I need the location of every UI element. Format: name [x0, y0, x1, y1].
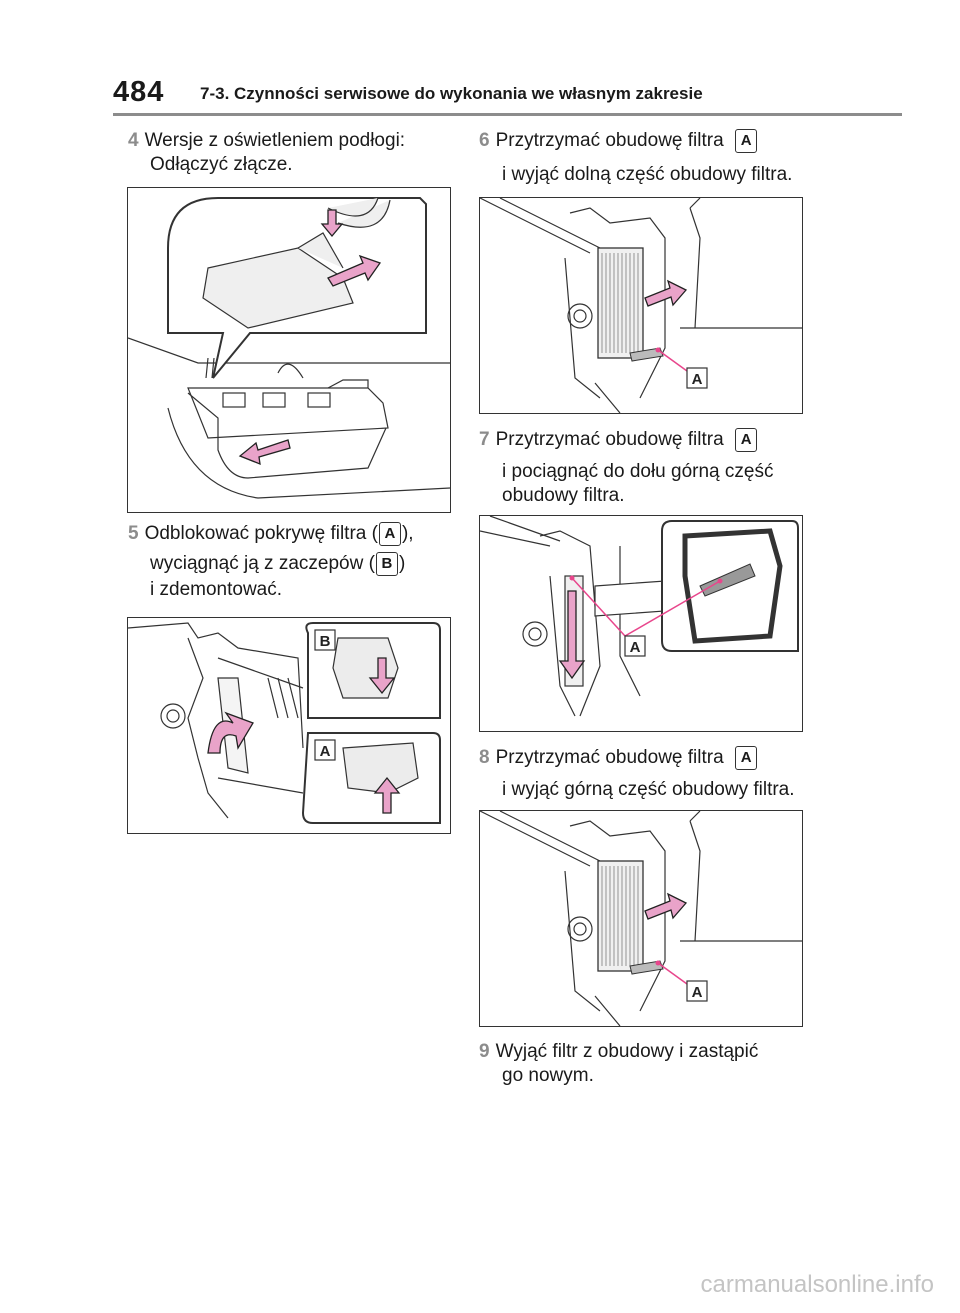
step-text-end: ),: [401, 523, 414, 545]
label-a: A: [320, 743, 331, 760]
step-number: 9: [479, 1041, 490, 1062]
figure-connector: [127, 187, 451, 513]
label-a: A: [735, 746, 758, 770]
label-b: B: [375, 552, 398, 576]
page-number: 484: [113, 76, 165, 108]
label-a: A: [630, 639, 641, 656]
upper-housing-pull-illustration: A: [480, 516, 799, 717]
step-text: Wyjąć filtr z obudowy i zastąpić: [495, 1041, 759, 1062]
label-b: B: [320, 633, 331, 650]
figure-lower-housing: A: [479, 197, 803, 414]
filter-cover-illustration: B A: [128, 622, 441, 824]
watermark: carmanualsonline.info: [700, 1271, 934, 1298]
step-5-line2: wyciągnąć ją z zaczepów (B): [150, 552, 405, 576]
step-number: 4: [128, 130, 139, 151]
step-7-line3: obudowy filtra.: [502, 485, 625, 506]
upper-housing-remove-illustration: A: [480, 811, 802, 1026]
step-text: Przytrzymać obudowę filtra: [495, 429, 724, 451]
step-number: 5: [128, 523, 139, 545]
figure-filter-cover: B A: [127, 617, 451, 834]
step-text: Przytrzymać obudowę filtra: [495, 747, 724, 769]
header-divider: [113, 113, 902, 116]
lower-housing-illustration: A: [480, 198, 802, 413]
step-text: Odblokować pokrywę filtra (: [144, 523, 378, 545]
figure-upper-housing-remove: A: [479, 810, 803, 1027]
label-a: A: [692, 984, 703, 1001]
label-a: A: [735, 428, 758, 452]
figure-upper-housing-pull: A: [479, 515, 803, 732]
connector-illustration: [128, 197, 450, 499]
step-9-line2: go nowym.: [502, 1065, 594, 1086]
step-6-line2: i wyjąć dolną część obudowy filtra.: [502, 164, 793, 185]
step-4-line2: Odłączyć złącze.: [150, 154, 293, 175]
label-a: A: [735, 129, 758, 153]
step-number: 7: [479, 429, 490, 451]
step-number: 8: [479, 747, 490, 769]
step-text: Przytrzymać obudowę filtra: [495, 130, 724, 152]
label-a: A: [378, 522, 401, 546]
label-a: A: [692, 371, 703, 388]
step-7-line2: i pociągnąć do dołu górną część: [502, 461, 774, 482]
step-5-line3: i zdemontować.: [150, 579, 283, 600]
step-text: Wersje z oświetleniem podłogi:: [144, 130, 406, 151]
section-title: 7-3. Czynności serwisowe do wykonania we…: [200, 84, 703, 103]
step-8-line2: i wyjąć górną część obudowy filtra.: [502, 779, 795, 800]
step-text: wyciągnąć ją z zaczepów (: [150, 553, 375, 575]
step-text-end: ): [398, 553, 406, 575]
step-number: 6: [479, 130, 490, 152]
